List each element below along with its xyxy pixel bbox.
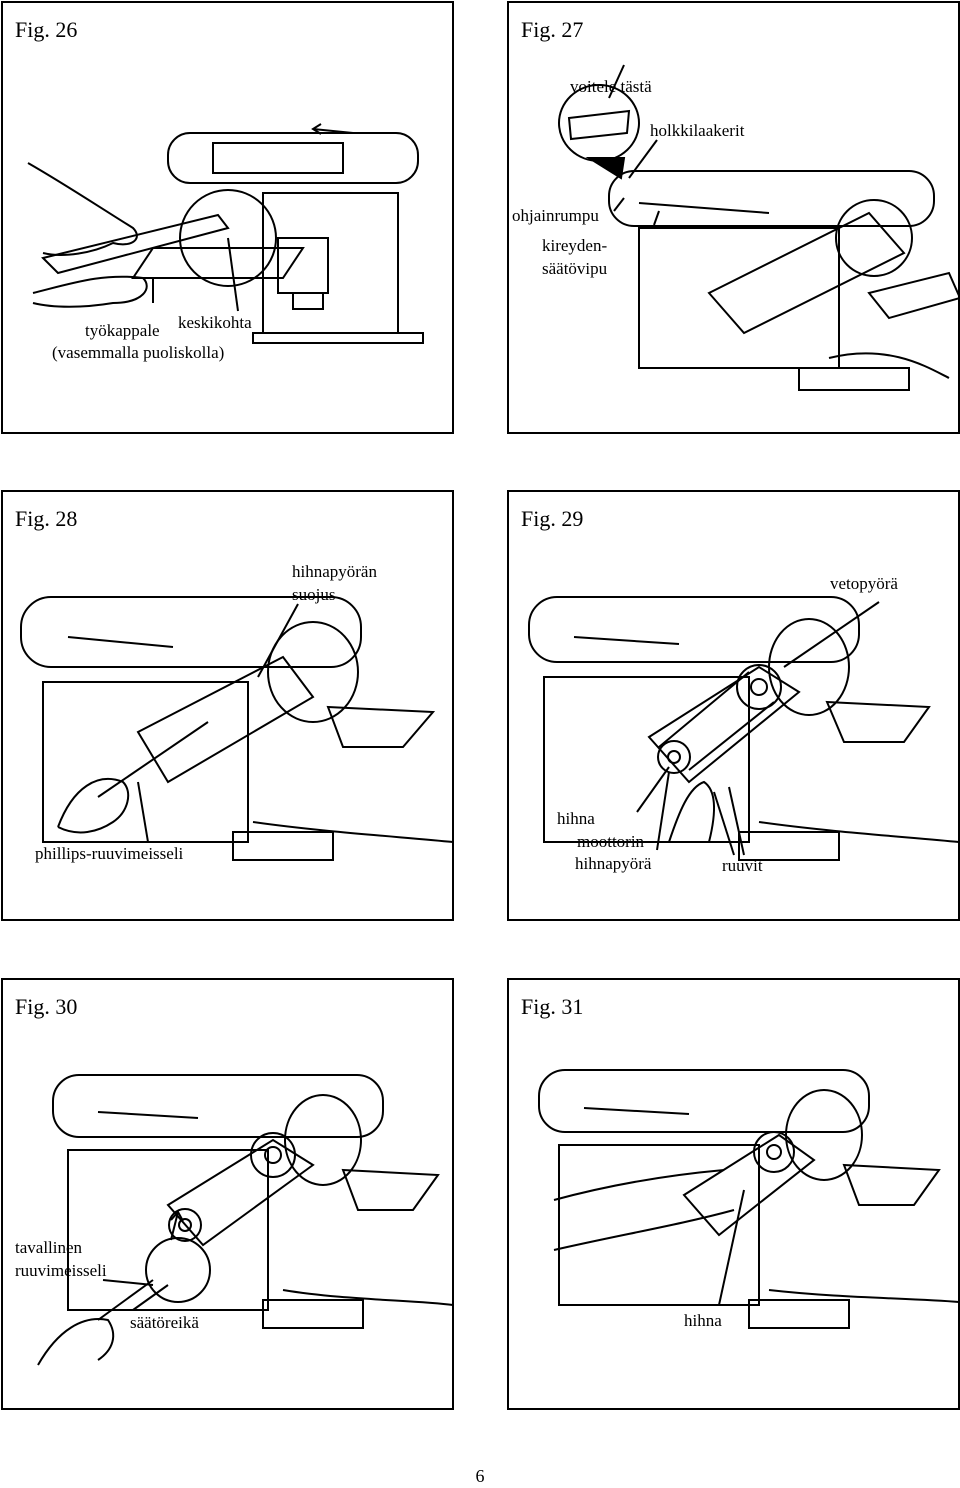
label-vetopyora: vetopyörä [830, 574, 898, 593]
label-holkkilaakerit: holkkilaakerit [650, 121, 745, 140]
label-ohjainrumpu: ohjainrumpu [512, 206, 599, 225]
figure-title: Fig. 28 [15, 506, 78, 531]
sander-illustration [538, 1069, 960, 1329]
label-tavallinen: tavallinen [15, 1238, 83, 1257]
label-phillips: phillips-ruuvimeisseli [35, 844, 184, 863]
label-tyokappale: työkappale [85, 321, 160, 340]
sander-illustration [27, 123, 424, 344]
figure-title: Fig. 31 [521, 994, 584, 1019]
figure-30-panel: Fig. 30 [1, 978, 454, 1410]
sander-illustration [37, 1074, 454, 1366]
sander-illustration [20, 596, 454, 861]
figure-29-panel: Fig. 29 [507, 490, 960, 921]
label-hihna: hihna [557, 809, 595, 828]
figure-title: Fig. 29 [521, 506, 584, 531]
label-hihnapyora: hihnapyörä [575, 854, 652, 873]
figure-title: Fig. 27 [521, 17, 584, 42]
figure-title: Fig. 30 [15, 994, 78, 1019]
label-ruuvit: ruuvit [722, 856, 763, 875]
label-hihna: hihna [684, 1311, 722, 1330]
label-voitele: voitele tästä [570, 77, 652, 96]
figure-27-panel: Fig. 27 voitele tästä [507, 1, 960, 434]
label-moottorin: moottorin [577, 832, 645, 851]
sander-illustration [528, 596, 960, 861]
label-kireyden: kireyden- [542, 236, 608, 255]
page-number: 6 [475, 1466, 485, 1486]
label-hihnapyoran: hihnapyörän [292, 562, 377, 581]
label-saatoreika: säätöreikä [130, 1313, 199, 1332]
sander-illustration [558, 64, 960, 391]
label-vasemmalla: (vasemmalla puoliskolla) [52, 343, 225, 362]
label-ruuvimeisseli: ruuvimeisseli [15, 1261, 107, 1280]
label-keskikohta: keskikohta [178, 313, 252, 332]
figure-26-panel: Fig. 26 työkap [1, 1, 454, 434]
figure-28-panel: Fig. 28 hihnapyörän suojus phil [1, 490, 454, 921]
figure-31-panel: Fig. 31 hihna [507, 978, 960, 1410]
label-suojus: suojus [292, 585, 336, 604]
figure-title: Fig. 26 [15, 17, 78, 42]
label-saatovipu: säätövipu [542, 259, 608, 278]
